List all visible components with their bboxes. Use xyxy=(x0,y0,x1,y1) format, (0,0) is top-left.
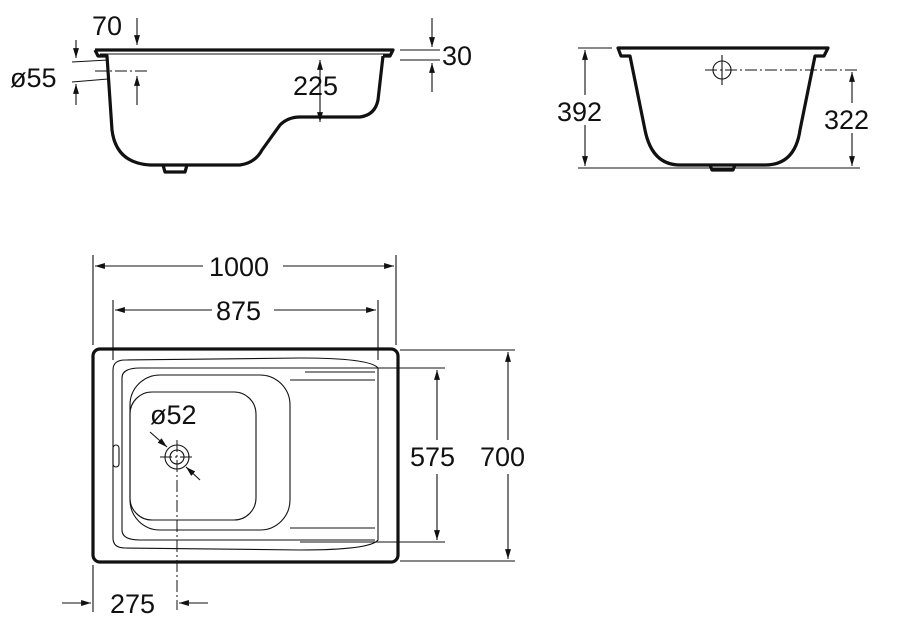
side-rim xyxy=(95,48,395,58)
end-overflow-height-label: 322 xyxy=(824,105,869,135)
inner-width-label: 575 xyxy=(410,442,455,472)
outer-rim xyxy=(91,347,400,564)
drain-offset-label: 275 xyxy=(110,589,155,619)
side-body xyxy=(93,49,385,167)
plan-view: 1000 875 ø52 575 700 275 xyxy=(62,250,538,619)
end-body xyxy=(616,46,830,167)
drain-diameter-label: ø52 xyxy=(150,400,197,430)
inner-basin xyxy=(112,357,379,551)
width-label: 700 xyxy=(480,442,525,472)
overflow-diameter-label: ø55 xyxy=(10,63,57,93)
rim-offset-label: 70 xyxy=(92,11,122,41)
length-label: 1000 xyxy=(209,252,269,282)
side-view: 70 30 ø55 225 xyxy=(10,11,472,174)
total-height-label: 392 xyxy=(557,97,602,127)
side-drain xyxy=(161,164,189,174)
overflow-height-label: 225 xyxy=(293,71,338,101)
end-view: 392 322 xyxy=(555,46,882,172)
inner-length-label: 875 xyxy=(216,296,261,326)
rim-thickness-label: 30 xyxy=(442,41,472,71)
seat xyxy=(129,374,291,531)
foot-well xyxy=(129,391,257,521)
